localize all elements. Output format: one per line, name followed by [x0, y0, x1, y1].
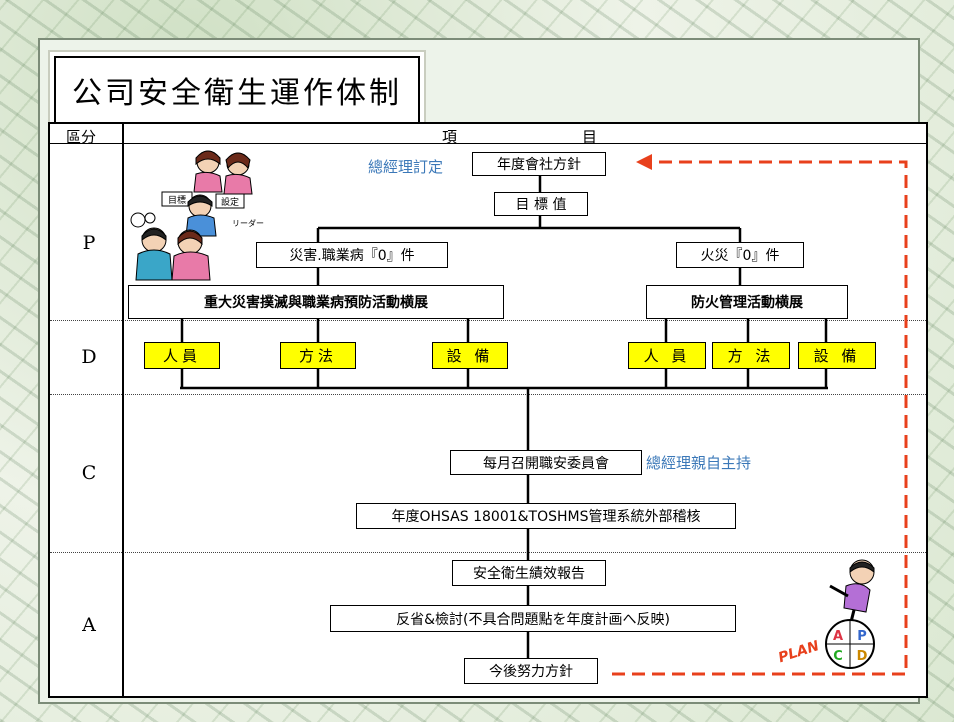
do-people-right: 人 員 — [628, 342, 706, 369]
do-method-left: 方法 — [280, 342, 356, 369]
review-box: 反省&檢討(不具合問題點を年度計画へ反映) — [330, 605, 736, 632]
row-label-p: P — [82, 232, 96, 254]
wheel-letter-d: D — [857, 649, 868, 664]
do-equipment-right: 設 備 — [798, 342, 876, 369]
do-equipment-left: 設 備 — [432, 342, 508, 369]
header-divider — [50, 143, 926, 144]
wheel-letter-p: P — [857, 629, 867, 644]
activity-fire-box: 防火管理活動横展 — [646, 285, 848, 319]
column-divider — [122, 124, 124, 696]
activity-disaster-box: 重大災害撲滅與職業病預防活動横展 — [128, 285, 504, 319]
committee-note: 總經理親自主持 — [646, 454, 752, 472]
row-divider-d-c — [50, 394, 926, 395]
do-people-left: 人員 — [144, 342, 220, 369]
annual-policy-box: 年度會社方針 — [472, 152, 606, 176]
future-policy-box: 今後努力方針 — [464, 658, 598, 684]
row-label-c: C — [81, 462, 97, 484]
sign-right-label: 設定 — [221, 196, 239, 208]
row-label-d: D — [81, 346, 97, 368]
external-audit-box: 年度OHSAS 18001&TOSHMS管理系統外部稽核 — [356, 503, 736, 529]
row-label-a: A — [82, 614, 96, 636]
team-illustration: 目標 設定 リーダー — [130, 150, 264, 281]
target-value-box: 目 標 值 — [494, 192, 588, 216]
sign-left-label: 目標 — [168, 194, 186, 206]
header-category: 區分 — [66, 128, 97, 146]
policy-note: 總經理訂定 — [368, 158, 444, 176]
speech-label: リーダー — [232, 218, 264, 228]
row-divider-p-d — [50, 320, 926, 321]
page-title: 公司安全衛生運作体制 — [54, 56, 420, 124]
pdca-unicycle-illustration: A P C D PLAN — [776, 559, 875, 669]
header-item-1: 項 — [442, 128, 458, 146]
header-item-2: 目 — [582, 128, 598, 146]
goal-disaster-box: 災害.職業病『0』件 — [256, 242, 448, 268]
do-method-right: 方 法 — [712, 342, 790, 369]
row-divider-c-a — [50, 552, 926, 553]
performance-report-box: 安全衛生績效報告 — [452, 560, 606, 586]
wheel-letter-c: C — [833, 649, 843, 664]
goal-fire-box: 火災『0』件 — [676, 242, 804, 268]
monthly-committee-box: 每月召開職安委員會 — [450, 450, 642, 475]
wheel-plan-label: PLAN — [776, 638, 821, 666]
wheel-letter-a: A — [833, 629, 843, 644]
